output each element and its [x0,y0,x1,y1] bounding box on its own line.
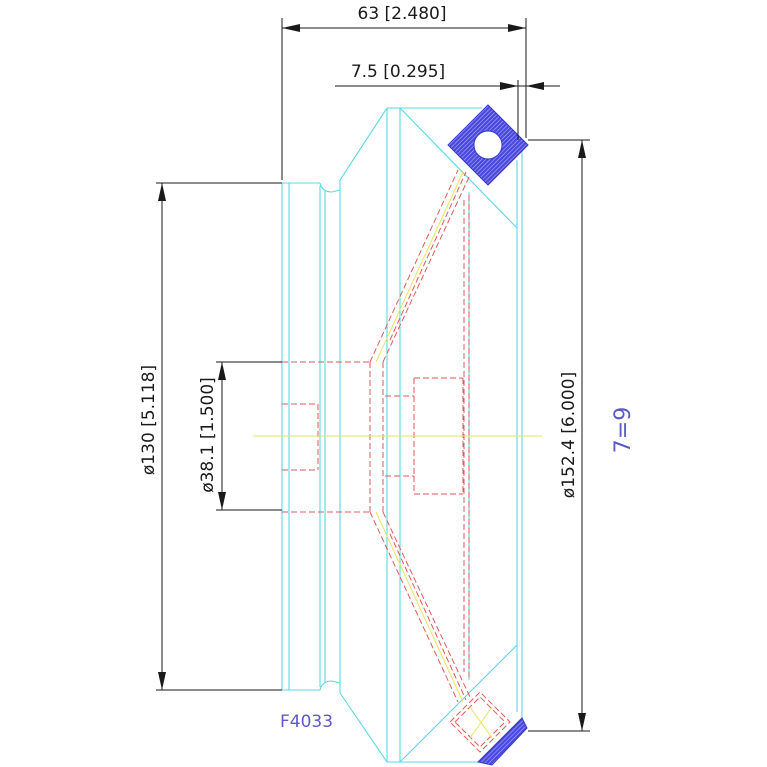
part-number: F4033 [280,712,333,732]
dim-offset-length: 7.5 [0.295] [335,62,560,140]
dim-overall-length: 63 [2.480] [281,4,527,180]
bolt-section-top [447,104,529,186]
dim-dia-130-label: ø130 [5.118] [139,365,159,475]
dim-offset-length-label: 7.5 [0.295] [351,62,445,82]
dim-dia-152-label: ø152.4 [6.000] [559,372,579,498]
dim-dia-38: ø38.1 [1.500] [198,361,282,511]
bolt-section-bottom [476,717,528,766]
dim-dia-130: ø130 [5.118] [139,182,282,691]
dim-dia-38-label: ø38.1 [1.500] [198,377,218,493]
hidden-lines [282,169,511,753]
center-lines [253,134,542,739]
dim-dia-152: ø152.4 [6.000] [528,139,590,732]
note-label: 7=9 [611,407,636,453]
dim-overall-length-label: 63 [2.480] [358,4,447,24]
